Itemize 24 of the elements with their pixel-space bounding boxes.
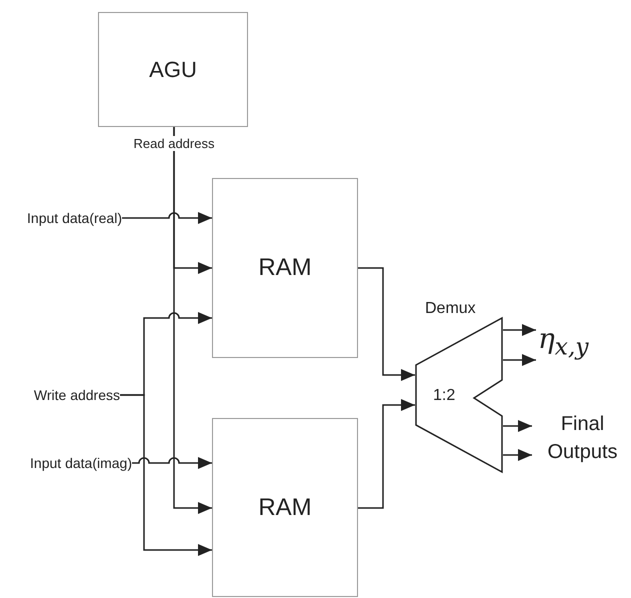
arrow xyxy=(503,420,532,432)
output-symbol: η$_{x,y}$ xyxy=(538,322,618,366)
memory-block xyxy=(212,418,358,597)
block-label: AGU xyxy=(149,56,197,82)
signal-label: Input data(real) xyxy=(4,208,122,228)
arrow xyxy=(503,354,536,366)
block-label: RAM xyxy=(258,254,312,282)
output-label: Final Outputs xyxy=(534,410,631,470)
edge-label: Read address xyxy=(132,136,216,151)
arrow xyxy=(503,449,532,461)
block-label: RAM xyxy=(258,494,312,522)
arrow xyxy=(132,457,212,469)
memory-block xyxy=(212,178,358,358)
arrow xyxy=(358,267,415,381)
memory-block xyxy=(98,12,248,127)
arrow xyxy=(122,212,212,224)
arrow xyxy=(173,127,212,514)
signal-label: Write address xyxy=(4,385,120,405)
ratio-label: 1:2 xyxy=(433,387,456,405)
arrow xyxy=(358,399,415,509)
arrow xyxy=(503,324,536,336)
signal-label: Input data(imag) xyxy=(4,453,132,473)
demux-heading: Demux xyxy=(425,300,476,318)
arrow xyxy=(120,394,212,556)
